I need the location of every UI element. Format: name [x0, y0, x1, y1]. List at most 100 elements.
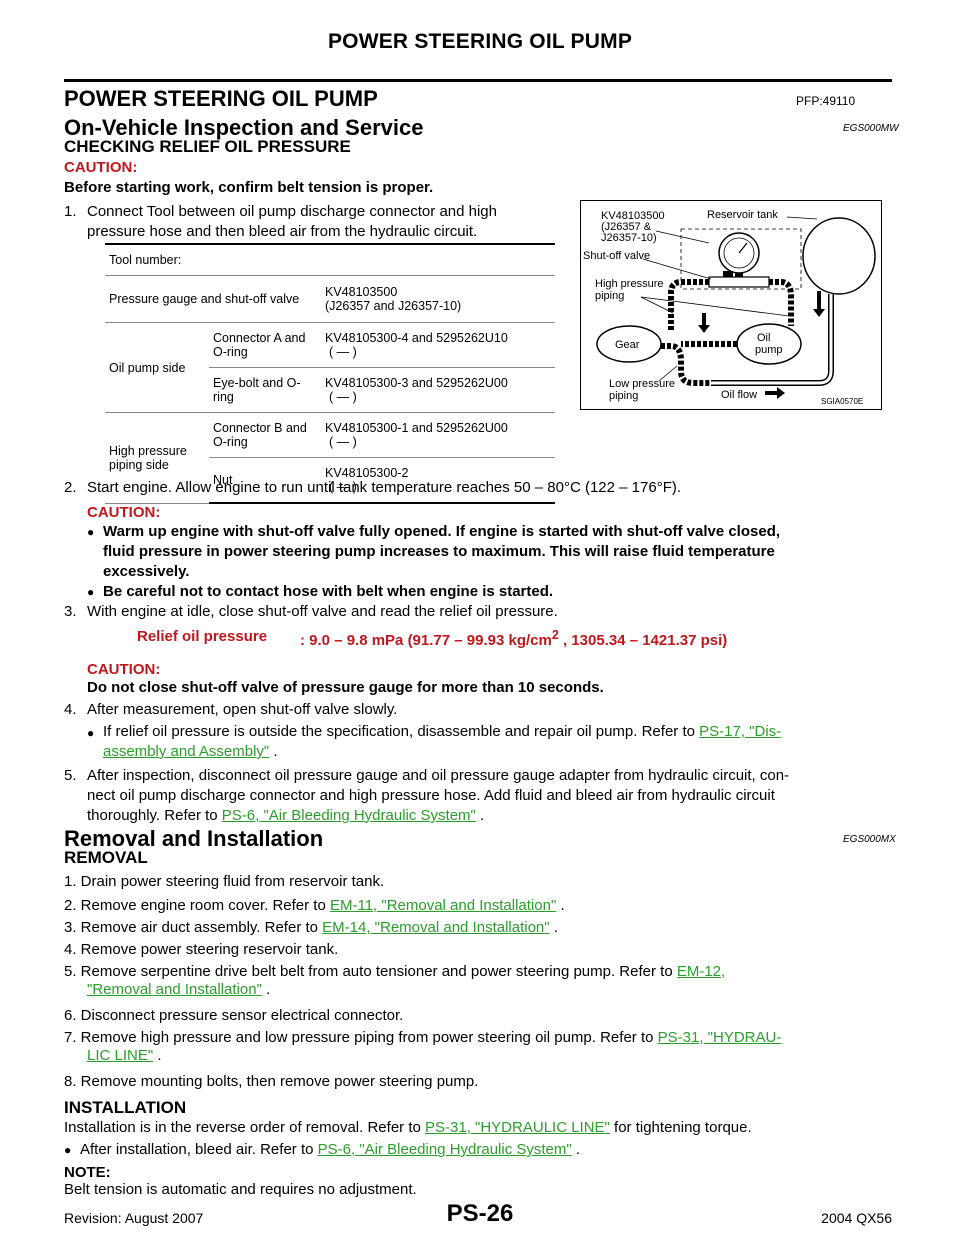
removal-subtitle: REMOVAL: [64, 848, 148, 867]
link-em11[interactable]: EM-11, "Removal and Installation": [329, 897, 557, 914]
tool-boundary: [680, 228, 802, 290]
tool-row4-part-b: O-ring: [213, 435, 248, 449]
diagram-code: SGIA0570E: [821, 397, 863, 406]
tool-row2-part-b: O-ring: [213, 345, 248, 359]
inspection-subtitle: CHECKING RELIEF OIL PRESSURE: [64, 137, 351, 156]
step2-caution-label: CAUTION:: [87, 504, 161, 521]
link-ps31-cont[interactable]: LIC LINE": [87, 1047, 154, 1064]
inspection-code: EGS000MW: [843, 123, 899, 134]
relief-value: : 9.0 – 9.8 mPa (91.77 – 99.93 kg/cm2 , …: [300, 628, 727, 649]
inspection-title: On-Vehicle Inspection and Service: [64, 115, 424, 140]
pump-pipe: [769, 279, 794, 326]
diagram-label-oil: Oil: [757, 332, 770, 344]
oil-flow-arrow: [765, 387, 785, 399]
relief-pressure-diagram: KV48103500 (J26357 & J26357-10) Reservoi…: [580, 200, 882, 410]
tool-table: Tool number: Pressure gauge and shut-off…: [105, 243, 555, 504]
step4-tail: .: [269, 743, 278, 760]
diagram-label-high2: piping: [595, 290, 624, 302]
step2-bullet1-line3: excessively.: [103, 563, 190, 580]
diagram-label-kv: KV48103500: [601, 210, 665, 222]
link-em12[interactable]: EM-12,: [676, 963, 726, 980]
relief-value-b: , 1305.34 – 1421.37 psi): [558, 632, 728, 649]
tool-row3-part: Eye-bolt and O-ring: [209, 367, 321, 413]
link-ps17-cont[interactable]: assembly and Assembly": [103, 743, 270, 760]
tool-row2-part-a: Connector A and: [213, 331, 306, 345]
tool-row2-num: KV48105300-4 and 5295262U10 ( — ): [321, 322, 555, 368]
note-label: NOTE:: [64, 1164, 111, 1181]
diagram-label-shutoff: Shut-off valve: [583, 250, 650, 262]
footer-model: 2004 QX56: [821, 1210, 892, 1226]
installation-text: Installation is in the reverse order of …: [64, 1118, 752, 1138]
link-ps31-install[interactable]: PS-31, "HYDRAULIC LINE": [425, 1119, 610, 1136]
footer-page-number: PS-26: [446, 1200, 514, 1227]
step5-num: 5.: [64, 767, 77, 784]
step4-bullet-text: If relief oil pressure is outside the sp…: [103, 723, 700, 740]
installation-bullet: After installation, bleed air. Refer to …: [80, 1140, 580, 1160]
note-text: Belt tension is automatic and requires n…: [64, 1181, 417, 1198]
return-pipe-inner: [711, 294, 833, 385]
leader-low: [658, 365, 678, 382]
link-em12-cont[interactable]: "Removal and Installation": [87, 981, 262, 998]
step1-num: 1.: [64, 203, 77, 220]
tool-row5-num-b: ( — ): [329, 480, 357, 494]
step1-line1: Connect Tool between oil pump discharge …: [87, 203, 497, 220]
removal-step8: 8. Remove mounting bolts, then remove po…: [64, 1073, 479, 1090]
step2-bullet1-line1: Warm up engine with shut-off valve fully…: [103, 523, 781, 540]
removal-step2-tail: .: [556, 897, 565, 914]
link-ps31[interactable]: PS-31, "HYDRAU-: [657, 1029, 782, 1046]
bullet-icon: ●: [64, 1143, 72, 1157]
link-ps17[interactable]: PS-17, "Dis-: [699, 723, 782, 740]
leader-high-1: [640, 296, 674, 314]
relief-value-a: : 9.0 – 9.8 mPa (91.77 – 99.93 kg/cm: [300, 632, 552, 649]
tool-row4-num: KV48105300-1 and 5295262U00 ( — ): [321, 412, 555, 458]
tool-row4-num-b: ( — ): [329, 435, 357, 449]
shut-off-valve-shape: [708, 276, 770, 288]
caution-label: CAUTION:: [64, 159, 138, 176]
bullet-icon: ●: [87, 585, 95, 599]
tool-row1-name: Pressure gauge and shut-off valve: [105, 275, 321, 323]
tool-group-high-pressure: High pressure piping side: [105, 412, 209, 504]
tool-row5-part: Nut: [209, 457, 321, 504]
step2-text: Start engine. Allow engine to run until …: [87, 479, 682, 496]
leader-high-2: [640, 296, 790, 317]
caution-text: Before starting work, confirm belt tensi…: [64, 179, 434, 196]
header-rule: [64, 79, 892, 82]
tool-table-header: Tool number:: [105, 243, 555, 276]
low-pressure-pipe: [661, 343, 711, 386]
step5-line3-text: thoroughly. Refer to: [87, 807, 222, 824]
removal-code: EGS000MX: [843, 834, 896, 845]
tool-row3-num: KV48105300-3 and 5295262U00 ( — ): [321, 367, 555, 413]
section-title: POWER STEERING OIL PUMP: [64, 86, 378, 111]
diagram-label-kv3: J26357-10): [601, 232, 657, 244]
step5-line2: nect oil pump discharge connector and hi…: [87, 787, 775, 804]
tool-row3-num-a: KV48105300-3 and 5295262U00: [325, 376, 508, 390]
bullet-icon: ●: [87, 726, 95, 740]
tool-row4-part: Connector B and O-ring: [209, 412, 321, 458]
removal-step5-tail: .: [261, 981, 271, 998]
removal-step3-tail: .: [549, 919, 558, 936]
tool-row2-num-b: ( — ): [329, 345, 357, 359]
removal-step2: 2. Remove engine room cover. Refer to EM…: [64, 896, 565, 916]
step4-num: 4.: [64, 701, 77, 718]
link-ps6[interactable]: PS-6, "Air Bleeding Hydraulic System": [221, 807, 476, 824]
tool-row3-num-b: ( — ): [329, 390, 357, 404]
step3-num: 3.: [64, 603, 77, 620]
leader-reservoir: [786, 216, 818, 220]
step2-bullet2: Be careful not to contact hose with belt…: [103, 583, 554, 600]
relief-sup: 2: [551, 628, 559, 642]
tool-row4-num-a: KV48105300-1 and 5295262U00: [325, 421, 508, 435]
step5-line1: After inspection, disconnect oil pressur…: [87, 767, 790, 784]
step4-bullet-cont: assembly and Assembly" .: [103, 742, 278, 762]
removal-step5: 5. Remove serpentine drive belt belt fro…: [64, 962, 725, 982]
step1-line2: pressure hose and then bleed air from th…: [87, 223, 478, 240]
removal-step7: 7. Remove high pressure and low pressure…: [64, 1028, 781, 1048]
link-em14[interactable]: EM-14, "Removal and Installation": [322, 919, 550, 936]
step4-bullet: If relief oil pressure is outside the sp…: [103, 722, 781, 742]
high-pressure-pipe: [668, 279, 709, 331]
removal-step3-text: 3. Remove air duct assembly. Refer to: [64, 919, 323, 936]
step2-num: 2.: [64, 479, 77, 496]
removal-step2-text: 2. Remove engine room cover. Refer to: [64, 897, 330, 914]
link-ps6-install[interactable]: PS-6, "Air Bleeding Hydraulic System": [317, 1141, 572, 1158]
step5-line3: thoroughly. Refer to PS-6, "Air Bleeding…: [87, 806, 484, 826]
gauge-needle: [738, 242, 748, 254]
